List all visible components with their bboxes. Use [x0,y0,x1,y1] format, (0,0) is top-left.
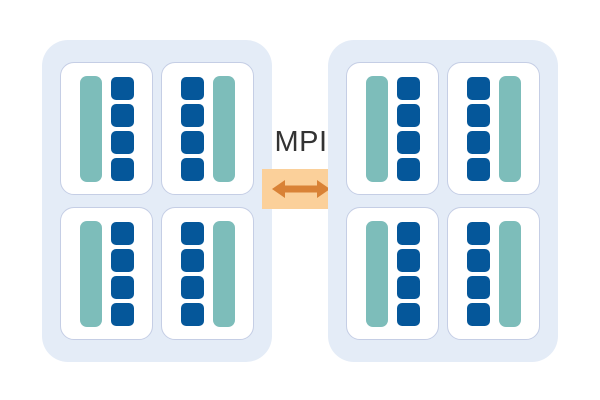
core-column [396,76,420,181]
cluster-panel-right [328,40,558,362]
core-block [396,130,420,154]
core-block [110,76,134,100]
core-block [110,302,134,326]
memory-bar [79,220,102,327]
core-block [466,275,490,299]
core-block [110,103,134,127]
cluster-panel-left [42,40,272,362]
core-block [180,103,204,127]
double-headed-horizontal-arrow-icon [272,180,330,198]
core-column [466,76,490,181]
core-block [396,275,420,299]
core-block [180,275,204,299]
compute-node [60,207,153,340]
memory-bar [365,220,388,327]
core-block [466,248,490,272]
core-block [180,130,204,154]
core-block [396,76,420,100]
core-block [110,248,134,272]
core-block [466,130,490,154]
core-block [396,103,420,127]
compute-node [346,207,439,340]
core-column [396,221,420,326]
core-column [110,76,134,181]
core-block [466,221,490,245]
memory-bar [212,75,235,182]
compute-node [346,62,439,195]
memory-bar [498,220,521,327]
core-block [180,157,204,181]
core-block [396,302,420,326]
core-block [396,248,420,272]
core-block [180,302,204,326]
core-block [110,275,134,299]
core-block [110,157,134,181]
core-column [110,221,134,326]
compute-node [161,62,254,195]
mpi-band [262,169,340,209]
memory-bar [365,75,388,182]
core-block [396,157,420,181]
core-block [466,157,490,181]
mpi-label: MPI [274,126,328,158]
core-block [466,302,490,326]
memory-bar [79,75,102,182]
core-block [466,76,490,100]
core-block [110,221,134,245]
core-column [466,221,490,326]
core-block [466,103,490,127]
core-block [396,221,420,245]
compute-node [447,62,540,195]
core-block [180,221,204,245]
compute-node [447,207,540,340]
compute-node [60,62,153,195]
core-column [180,76,204,181]
mpi-link: MPI [262,128,340,220]
core-column [180,221,204,326]
memory-bar [498,75,521,182]
core-block [110,130,134,154]
memory-bar [212,220,235,327]
core-block [180,76,204,100]
core-block [180,248,204,272]
compute-node [161,207,254,340]
